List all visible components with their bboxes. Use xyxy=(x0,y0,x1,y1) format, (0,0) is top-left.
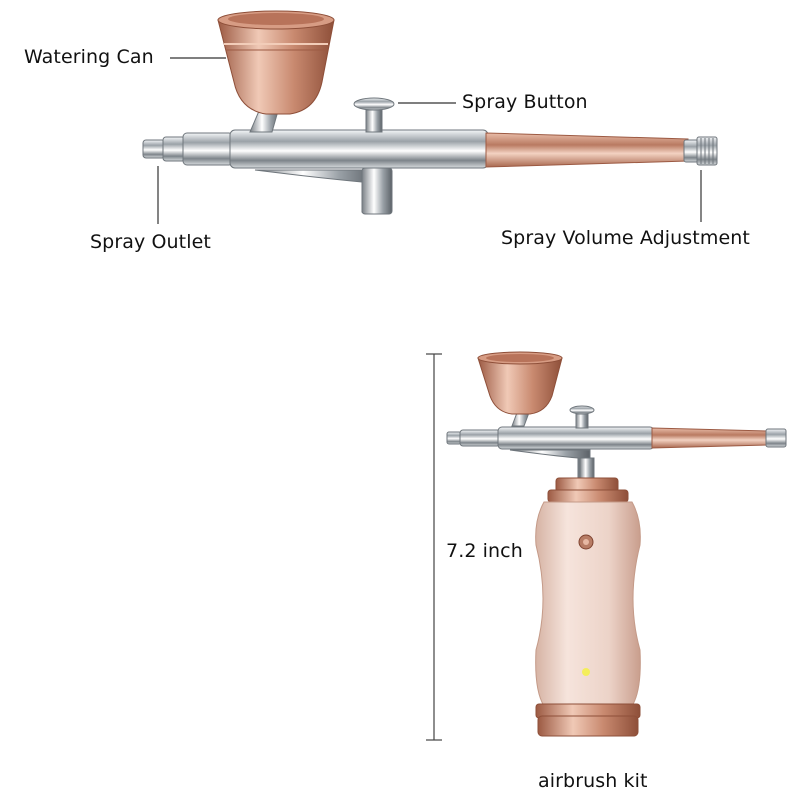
label-height: 7.2 inch xyxy=(446,540,523,562)
rose-gold-handle xyxy=(485,132,689,168)
height-dimension-line xyxy=(426,353,442,741)
compressor-base xyxy=(537,715,639,737)
label-spray-volume-adjustment: Spray Volume Adjustment xyxy=(501,227,750,249)
label-airbrush-kit: airbrush kit xyxy=(538,770,648,792)
label-spray-outlet: Spray Outlet xyxy=(90,231,211,253)
label-spray-button: Spray Button xyxy=(462,91,588,113)
nozzle-tip xyxy=(142,139,166,159)
airbrush-kit xyxy=(426,351,787,741)
watering-can-cup xyxy=(217,19,335,115)
spray-button-stem xyxy=(365,109,383,133)
led-indicator xyxy=(582,668,590,676)
hose-connector xyxy=(254,169,376,213)
volume-knob[interactable] xyxy=(683,139,699,163)
airbrush-large xyxy=(142,10,718,215)
callout-lines xyxy=(157,57,702,224)
spray-button[interactable] xyxy=(353,97,395,111)
chrome-barrel xyxy=(229,129,489,169)
label-watering-can: Watering Can xyxy=(24,46,154,68)
